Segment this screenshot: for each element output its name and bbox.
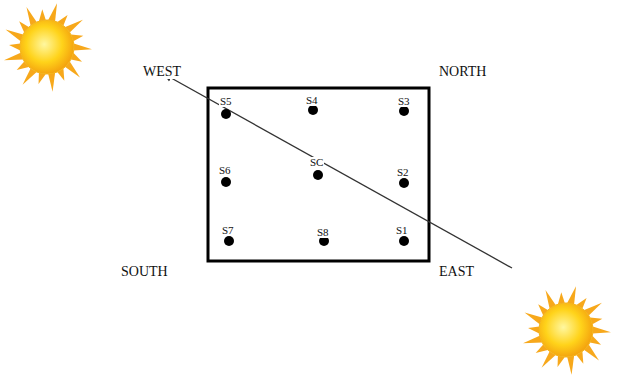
sun-ray (4, 53, 23, 60)
point-label: S8 (316, 227, 330, 238)
sun-ray (6, 30, 24, 42)
sun-disc (20, 20, 74, 74)
sun-icon (4, 3, 92, 92)
sun-ray (523, 336, 542, 343)
point-label: S3 (397, 96, 411, 107)
sample-dot (313, 170, 323, 180)
sun-ray (567, 356, 574, 375)
direction-label: SOUTH (120, 265, 169, 279)
sample-dot (399, 178, 409, 188)
sun-ray (558, 356, 565, 367)
sun-disc (539, 303, 593, 357)
sun-ray (593, 326, 611, 333)
point-label: S6 (218, 165, 232, 176)
sun-ray (39, 73, 46, 84)
sun-ray (48, 3, 57, 21)
sun-ray (525, 313, 543, 325)
point-label: S1 (395, 225, 409, 236)
sun-ray (558, 292, 565, 304)
sample-dot (221, 109, 231, 119)
sample-dot (399, 236, 409, 246)
sun-ray (48, 73, 55, 92)
sample-dot (221, 177, 231, 187)
sample-dot (308, 105, 318, 115)
sun-path-arrow (164, 74, 512, 268)
sun-ray (39, 9, 46, 21)
point-label: SC (309, 157, 324, 168)
direction-label: NORTH (438, 65, 487, 79)
sun-icon (523, 286, 611, 375)
direction-label: EAST (438, 265, 475, 279)
sun-ray (74, 43, 92, 50)
point-label: S4 (305, 95, 319, 106)
sun-ray (528, 326, 539, 333)
sample-points (221, 105, 409, 246)
sun-ray (9, 43, 20, 50)
sample-dot (224, 236, 234, 246)
point-label: S7 (221, 225, 235, 236)
sun-ray (567, 286, 576, 304)
point-label: S5 (219, 96, 233, 107)
point-label: S2 (396, 167, 410, 178)
direction-label: WEST (142, 65, 182, 79)
sample-dot (399, 106, 409, 116)
site-boundary (208, 88, 429, 261)
